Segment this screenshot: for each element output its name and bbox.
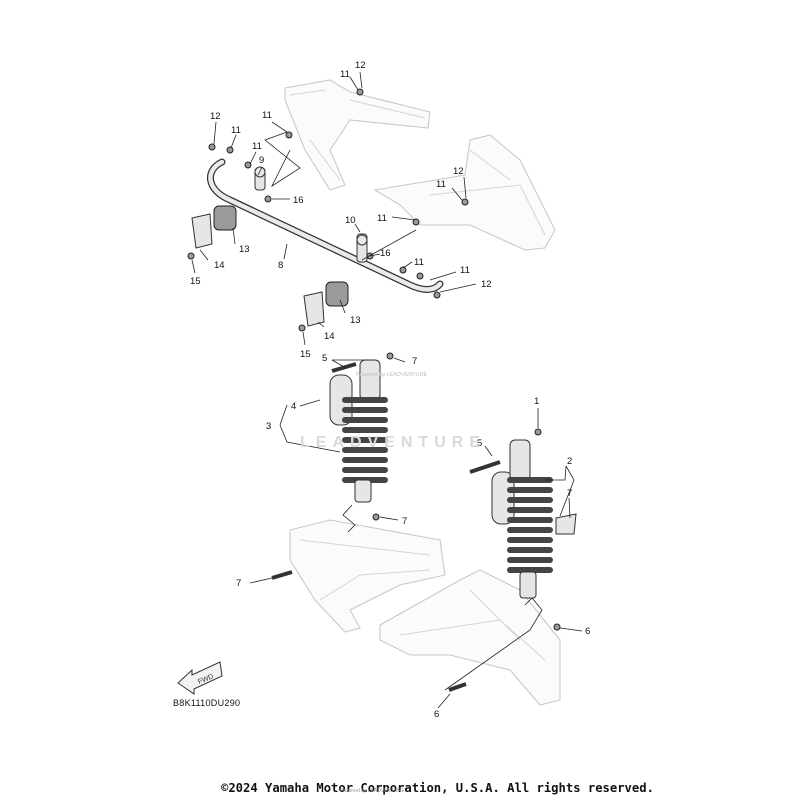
callout-12: 12 <box>481 279 492 290</box>
footer-small-text: Powered by LEADVENTURE <box>340 788 405 794</box>
watermark-small: Powered by LEADVENTURE <box>356 372 428 378</box>
stabilizer-bar <box>206 158 444 293</box>
callout-15: 15 <box>300 349 311 360</box>
callout-5: 5 <box>477 438 482 449</box>
callout-7: 6 <box>585 626 590 637</box>
callout-13: 13 <box>239 244 250 255</box>
diagram-code: B8K1110DU290 <box>173 698 241 708</box>
upper-a-arm-front-ghost <box>373 134 556 251</box>
callout-16: 16 <box>380 248 391 259</box>
callout-11: 11 <box>252 141 262 152</box>
callout-16: 16 <box>293 195 304 206</box>
callout-11: 11 <box>436 179 446 190</box>
callout-7: 7 <box>402 516 407 527</box>
bolts <box>271 362 501 692</box>
callout-1: 2 <box>567 456 572 467</box>
callout-5: 5 <box>322 353 327 364</box>
stabilizer-link-10 <box>356 233 368 263</box>
copyright-notice: ©2024 Yamaha Motor Corporation, U.S.A. A… <box>221 781 654 795</box>
callout-6: 7 <box>236 578 241 589</box>
callout-13: 13 <box>350 315 361 326</box>
callout-7: 1 <box>534 396 539 407</box>
callout-11: 11 <box>231 125 241 136</box>
callout-10: 10 <box>345 215 356 226</box>
lower-a-arm-rear-ghost <box>289 519 446 633</box>
hardware-nuts-washers <box>187 88 561 631</box>
callout-12: 12 <box>210 111 221 122</box>
callout-11: 11 <box>460 265 470 276</box>
stabilizer-link-9 <box>254 166 266 191</box>
shock-absorber-right <box>491 439 577 599</box>
callout-6: 6 <box>434 709 439 720</box>
callout-11: 11 <box>262 110 272 121</box>
callout-12: 12 <box>453 166 464 177</box>
lower-a-arm-front-ghost <box>379 569 561 706</box>
bushing-holder-left <box>191 205 237 249</box>
callout-14: 14 <box>214 260 225 271</box>
callout-8: 8 <box>278 260 283 271</box>
shock-absorber-left <box>329 359 388 503</box>
callout-11: 11 <box>414 257 424 268</box>
callout-7: 7 <box>412 356 417 367</box>
callout-11: 11 <box>377 213 387 224</box>
callout-9: 9 <box>259 155 264 166</box>
callout-2: 7 <box>567 488 572 499</box>
callout-11: 11 <box>340 69 350 80</box>
fwd-arrow-icon: FWD <box>177 661 223 695</box>
upper-a-arm-rear-ghost <box>284 79 431 191</box>
callout-14: 14 <box>324 331 335 342</box>
leader-lines <box>191 71 583 709</box>
callout-3: 3 <box>266 421 271 432</box>
callout-12: 12 <box>355 60 366 71</box>
watermark: LEADVENTURE <box>300 434 487 451</box>
callout-4: 4 <box>291 401 296 412</box>
bushing-holder-right <box>303 281 349 327</box>
callout-15: 15 <box>190 276 201 287</box>
